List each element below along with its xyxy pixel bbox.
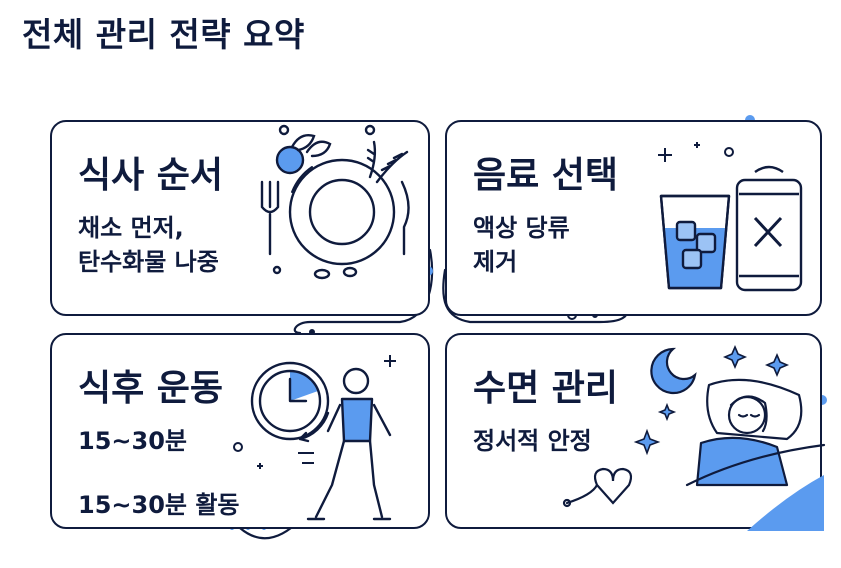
moon-icon <box>650 347 697 395</box>
stars-icon <box>633 344 790 456</box>
meal-order-card: 식사 순서 채소 먼저, 탄수화물 나중 <box>50 120 430 316</box>
meal-order-heading: 식사 순서 <box>78 155 224 196</box>
post-meal-exercise-heading: 식후 운동 <box>78 368 224 409</box>
walking-person-icon <box>306 367 392 521</box>
knife-icon <box>400 180 410 256</box>
post-meal-exercise-line-2: 15~30분 활동 <box>78 491 240 519</box>
soda-can-crossed-icon <box>735 165 803 292</box>
drink-choice-line-1: 액상 당류 <box>473 214 570 242</box>
heart-line-icon <box>562 467 633 508</box>
drink-choice-card: 음료 선택 액상 당류 제거 <box>445 120 822 316</box>
sleeping-person-icon <box>685 378 826 531</box>
meal-order-line-1: 채소 먼저, <box>78 214 184 242</box>
fork-icon <box>260 180 280 256</box>
page-title: 전체 관리 전략 요약 <box>22 15 305 54</box>
post-meal-exercise-line-1: 15~30분 <box>78 427 187 455</box>
sleep-management-line-1: 정서적 안정 <box>473 427 592 455</box>
post-meal-exercise-card: 식후 운동 15~30분 15~30분 활동 <box>50 333 430 529</box>
timer-clock-icon <box>250 361 330 443</box>
sleep-management-card: 수면 관리 정서적 안정 <box>445 333 826 531</box>
sleep-management-heading: 수면 관리 <box>473 368 619 409</box>
drink-choice-heading: 음료 선택 <box>473 155 619 196</box>
water-glass-icon <box>659 194 731 290</box>
wheat-icon <box>375 150 409 184</box>
meal-order-line-2: 탄수화물 나중 <box>78 248 219 276</box>
drink-choice-line-2: 제거 <box>473 248 518 276</box>
